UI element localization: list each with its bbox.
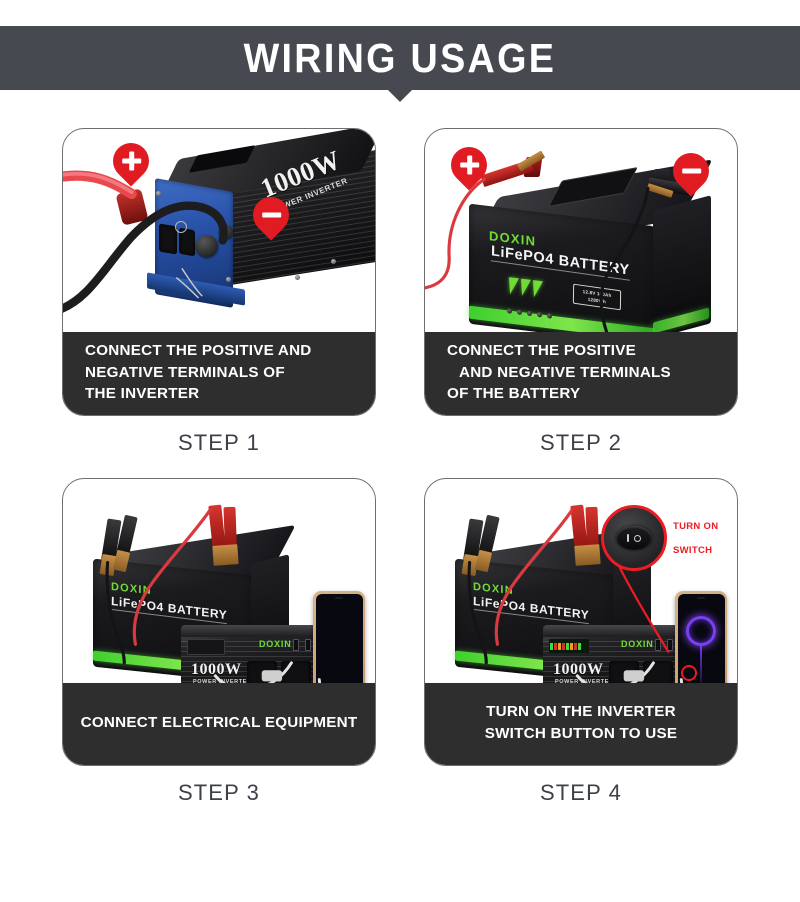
banner-notch-arrow <box>388 90 412 102</box>
inverter-fuse-ring <box>175 221 187 233</box>
step-card-1-caption: CONNECT THE POSITIVE AND NEGATIVE TERMIN… <box>63 332 375 415</box>
caption-line: NEGATIVE TERMINALS OF <box>85 363 285 381</box>
caption-line: CONNECT ELECTRICAL EQUIPMENT <box>80 714 358 732</box>
steps-grid: 1000W POWER INVERTER <box>0 128 800 806</box>
inverter-power-label: 1000W <box>553 661 604 678</box>
step-card-4-caption: TURN ON THE INVERTER SWITCH BUTTON TO US… <box>425 683 737 765</box>
smartphone <box>675 591 727 695</box>
caption-line: OF THE BATTERY <box>447 385 581 403</box>
step-label-3: STEP 3 <box>177 780 260 805</box>
step-card-2[interactable]: DOXIN LiFePO4 BATTERY 12.8V 100Ah 1280Wh <box>424 128 738 456</box>
phone-camera-icon <box>697 596 705 599</box>
screw-icon <box>295 275 300 280</box>
step-label-4: STEP 4 <box>539 780 622 805</box>
phone-screen <box>315 593 363 693</box>
caption-line: SWITCH BUTTON TO USE <box>484 725 678 742</box>
usb-port <box>667 639 673 651</box>
charging-animation-icon <box>686 616 716 692</box>
phone-camera-icon <box>335 596 343 599</box>
switch-callout-circle <box>601 505 667 571</box>
screw-icon <box>226 277 231 282</box>
screw-icon <box>156 191 161 196</box>
callout-text-line2: SWITCH <box>673 545 713 556</box>
positive-terminal-badge <box>105 135 157 187</box>
step-card-3-frame: DOXIN LiFePO4 BATTERY 1000W POWER I <box>62 478 376 766</box>
clamp-jaw <box>212 544 239 566</box>
inverter-display <box>187 639 225 655</box>
caption-line: CONNECT THE POSITIVE AND <box>85 342 312 360</box>
step-card-4[interactable]: DOXIN LiFePO4 BATTERY 1 <box>424 478 738 806</box>
step-card-1[interactable]: 1000W POWER INVERTER <box>62 128 376 456</box>
inverter-brand-label: DOXIN <box>621 639 654 649</box>
switch-highlight-ring <box>681 665 697 681</box>
red-terminal-cap <box>115 188 149 226</box>
inverter-terminal-post <box>219 225 233 239</box>
step-card-3-caption: CONNECT ELECTRICAL EQUIPMENT <box>63 683 375 765</box>
caption-line: AND NEGATIVE TERMINALS <box>459 363 671 381</box>
usb-port <box>655 639 661 651</box>
step-card-2-frame: DOXIN LiFePO4 BATTERY 12.8V 100Ah 1280Wh <box>424 128 738 416</box>
usb-port <box>293 639 299 651</box>
switch-off-mark-icon <box>633 534 641 542</box>
caption-line: TURN ON THE INVERTER <box>486 703 676 721</box>
callout-text-line1: TURN ON <box>673 521 719 532</box>
step-label-1: STEP 1 <box>177 430 260 455</box>
rocker-switch-icon[interactable] <box>616 526 652 550</box>
inverter-display <box>549 639 589 653</box>
caption-line: THE INVERTER <box>85 385 200 403</box>
inverter-power-label: 1000W <box>191 661 242 678</box>
clamp-jaw <box>574 544 601 566</box>
switch-on-mark-icon <box>627 534 629 542</box>
photo-battery-inverter-phone-switch-callout: DOXIN LiFePO4 BATTERY 1 <box>425 479 737 765</box>
step-card-3[interactable]: DOXIN LiFePO4 BATTERY 1000W POWER I <box>62 478 376 806</box>
step-card-2-caption: CONNECT THE POSITIVE AND NEGATIVE TERMIN… <box>425 332 737 415</box>
step-card-1-frame: 1000W POWER INVERTER <box>62 128 376 416</box>
inverter-terminal-knob <box>196 235 218 257</box>
caption-line: CONNECT THE POSITIVE <box>447 342 636 360</box>
screw-icon <box>331 259 336 264</box>
step-card-4-frame: DOXIN LiFePO4 BATTERY 1 <box>424 478 738 766</box>
smartphone <box>313 591 365 695</box>
inverter-brand-label: DOXIN <box>259 639 292 649</box>
header-banner: WIRING USAGE <box>0 26 800 90</box>
page-title: WIRING USAGE <box>243 34 557 81</box>
usb-port <box>305 639 311 651</box>
step-label-2: STEP 2 <box>539 430 622 455</box>
